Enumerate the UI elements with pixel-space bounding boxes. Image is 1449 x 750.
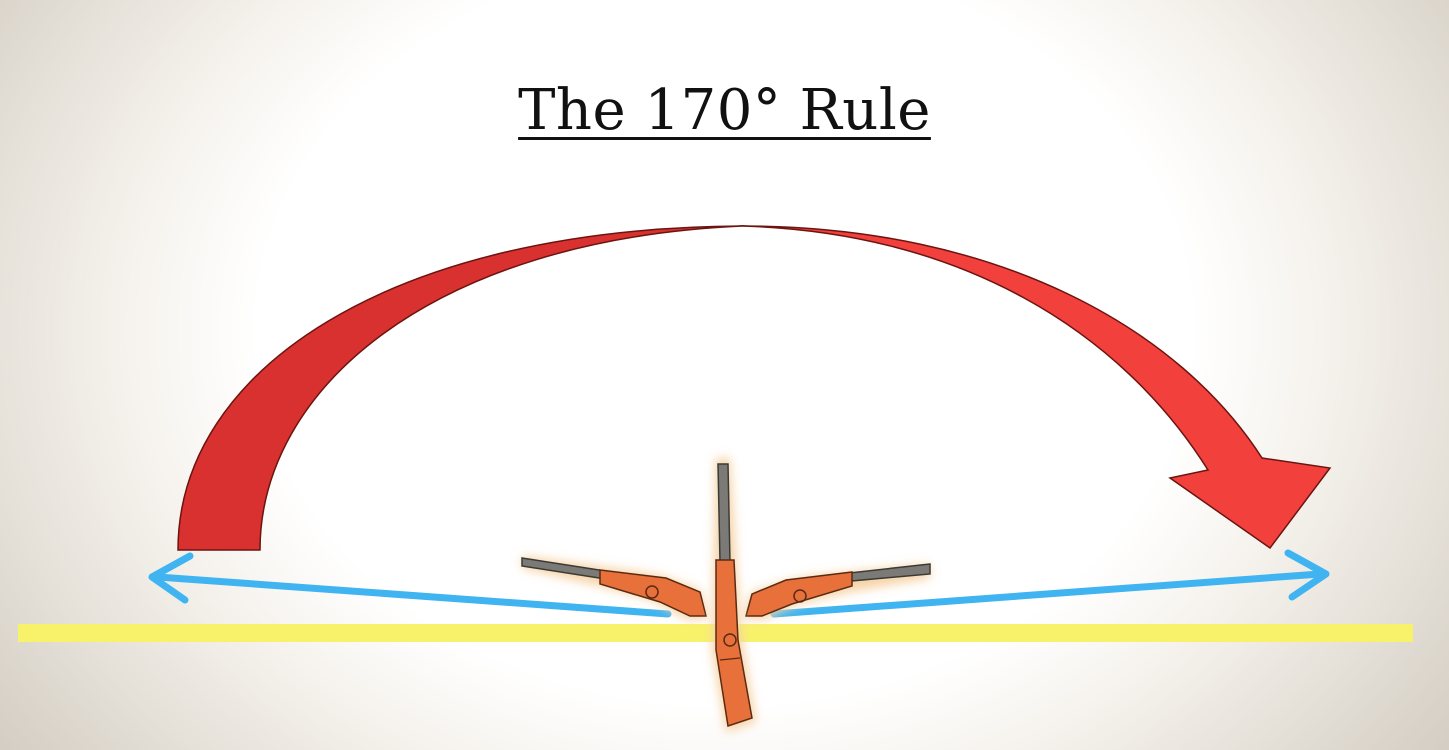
shotgun-center-icon [712, 458, 756, 732]
swing-arc-left [178, 226, 742, 550]
swing-arc-right [742, 226, 1330, 548]
left-swing-arrow [152, 556, 668, 614]
